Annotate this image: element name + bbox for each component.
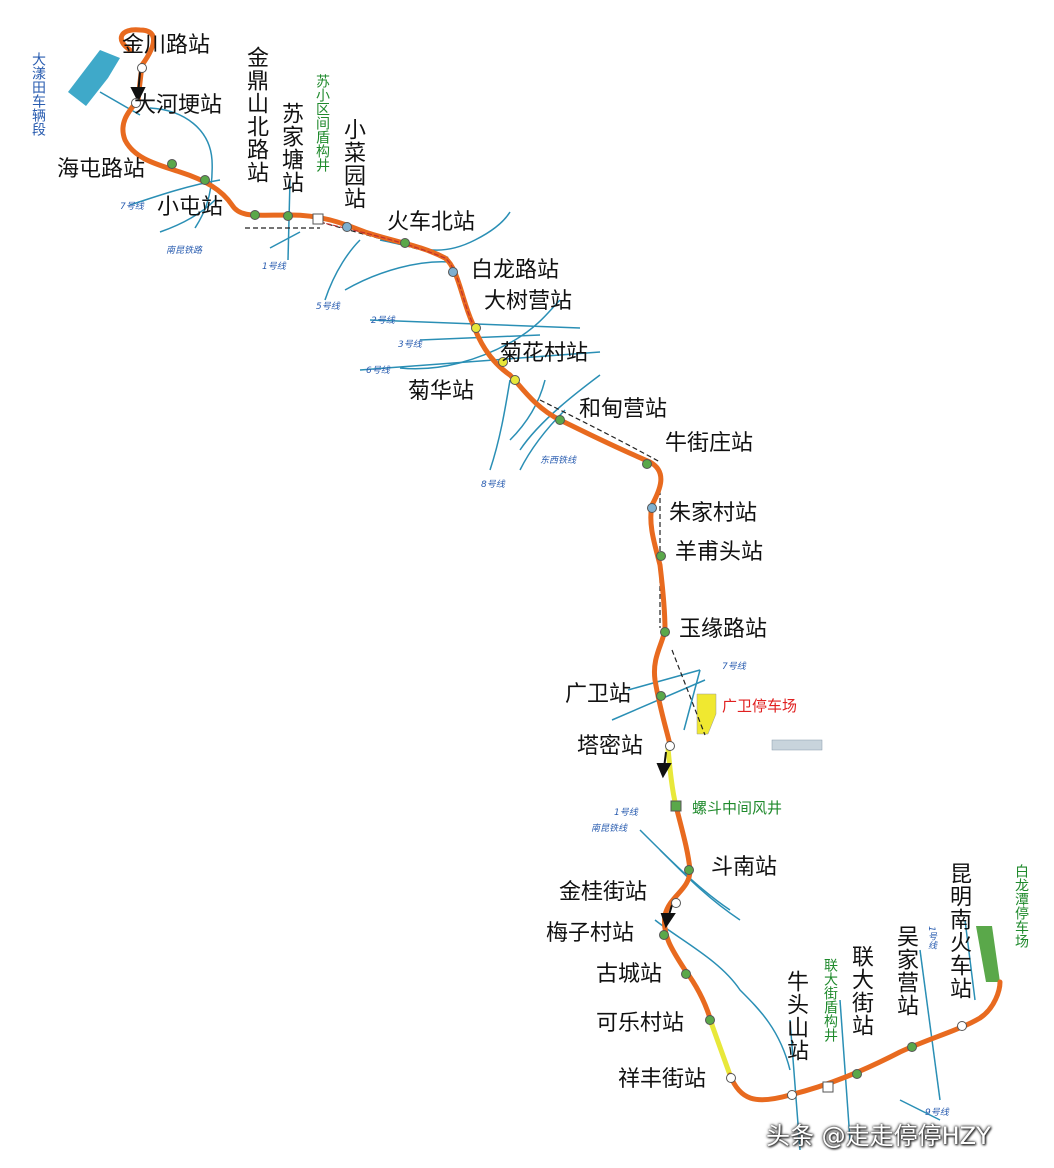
node-juhuacun bbox=[498, 357, 508, 367]
station-label-yangputou: 羊甫头站 bbox=[675, 540, 764, 565]
node-jinchuanlu bbox=[137, 63, 147, 73]
node-guangwei bbox=[656, 691, 666, 701]
line-tag-nanmei-south: 南昆铁线 bbox=[591, 824, 628, 834]
node-dashuying bbox=[471, 323, 481, 333]
daxiangtian-depot-shape bbox=[68, 50, 120, 106]
node-yangputou bbox=[656, 551, 666, 561]
line-tag-l7-mid: 7号线 bbox=[722, 662, 746, 672]
node-jindingshan bbox=[250, 210, 260, 220]
station-label-juhua: 菊华站 bbox=[408, 379, 475, 404]
node-suxiaoqu bbox=[312, 213, 324, 225]
station-label-huochebei: 火车北站 bbox=[387, 210, 476, 235]
station-label-dahegeng: 大河埂站 bbox=[134, 93, 223, 118]
station-label-meizicun: 梅子村站 bbox=[546, 921, 635, 946]
station-label-niutoushan: 牛头山站 bbox=[783, 970, 808, 1062]
line-tag-l1-north: 1号线 bbox=[262, 262, 286, 272]
intersecting-lines bbox=[99, 91, 976, 1151]
station-label-haitunlu: 海屯路站 bbox=[57, 157, 146, 182]
facility-label-guangwei-parking: 广卫停车场 bbox=[722, 697, 798, 715]
node-tami bbox=[665, 741, 675, 751]
node-meizicun bbox=[659, 930, 669, 940]
node-bailonglu bbox=[448, 267, 458, 277]
station-label-gucheng: 古城站 bbox=[596, 962, 663, 987]
line-tag-nanmei-north: 南昆铁路 bbox=[166, 246, 203, 256]
node-zhujiacun bbox=[647, 503, 657, 513]
node-hedianying bbox=[555, 415, 565, 425]
station-label-kunmingnanhuoche: 昆明南火车站 bbox=[946, 862, 971, 1000]
line-tag-dongxi: 东西铁线 bbox=[540, 456, 577, 466]
line-tag-l7-north: 7号线 bbox=[120, 202, 144, 212]
node-kelecun bbox=[705, 1015, 715, 1025]
station-label-niujiezhuang: 牛街庄站 bbox=[665, 431, 754, 456]
line-tag-l1-east: 1号线 bbox=[926, 926, 936, 950]
station-label-sujiatang: 苏家塘站 bbox=[278, 102, 303, 194]
facility-label-luodou-shaft: 螺斗中间风井 bbox=[692, 799, 783, 817]
station-label-kelecun: 可乐村站 bbox=[596, 1011, 685, 1036]
station-label-bailonglu: 白龙路站 bbox=[471, 258, 560, 283]
line-tag-l1-south: 1号线 bbox=[614, 808, 638, 818]
legend-marker bbox=[771, 739, 823, 751]
watermark: 头条 @走走停停HZY bbox=[766, 1122, 991, 1150]
node-xiaocaiyuan bbox=[342, 222, 352, 232]
node-niujiezhuang bbox=[642, 459, 652, 469]
node-liandajie-shaft bbox=[822, 1081, 834, 1093]
node-dahegeng bbox=[131, 98, 141, 108]
node-yuyuanlu bbox=[660, 627, 670, 637]
station-label-jinguijie: 金桂街站 bbox=[559, 880, 648, 905]
station-label-xiaotun: 小屯站 bbox=[157, 195, 224, 220]
line-tag-l8: 8号线 bbox=[481, 480, 505, 490]
station-label-guangwei: 广卫站 bbox=[565, 682, 632, 707]
bailongtan-parking-shape bbox=[976, 926, 1000, 982]
line-tag-l3: 3号线 bbox=[398, 340, 422, 350]
station-label-liandajie: 联大街站 bbox=[848, 945, 873, 1037]
station-label-juhuacun: 菊花村站 bbox=[500, 341, 589, 366]
facility-label-liandajie-shaft: 联大街盾构井 bbox=[822, 958, 838, 1042]
line-tag-l9: 9号线 bbox=[925, 1108, 949, 1118]
node-dounan bbox=[684, 865, 694, 875]
station-label-dounan: 斗南站 bbox=[711, 855, 778, 880]
dashed-guides bbox=[245, 221, 706, 736]
node-niutoushan bbox=[787, 1090, 797, 1100]
node-xiangfengjie bbox=[726, 1073, 736, 1083]
node-gucheng bbox=[681, 969, 691, 979]
facility-label-suxiaoqu-shaft: 苏小区间盾构井 bbox=[314, 74, 330, 172]
station-label-jinchuanlu: 金川路站 bbox=[122, 33, 211, 58]
node-liandajie bbox=[852, 1069, 862, 1079]
facility-label-bailongtan-parking: 白龙潭停车场 bbox=[1013, 864, 1029, 948]
station-label-wujiaying: 吴家营站 bbox=[893, 925, 918, 1017]
node-luodou bbox=[670, 800, 682, 812]
node-jinguijie bbox=[671, 898, 681, 908]
guangwei-parking-shape bbox=[696, 693, 717, 735]
line-tag-l2: 2号线 bbox=[371, 316, 395, 326]
station-label-tami: 塔密站 bbox=[577, 734, 644, 759]
station-label-xiaocaiyuan: 小菜园站 bbox=[340, 118, 365, 210]
node-juhua bbox=[510, 375, 520, 385]
station-label-dashuying: 大树营站 bbox=[484, 289, 573, 314]
direction-arrows bbox=[130, 71, 676, 929]
station-label-yuyuanlu: 玉缘路站 bbox=[679, 617, 768, 642]
node-xiaotun bbox=[200, 175, 210, 185]
node-kunmingnan bbox=[957, 1021, 967, 1031]
station-nodes bbox=[131, 63, 967, 1100]
station-label-hedianying: 和甸营站 bbox=[579, 397, 668, 422]
facility-label-daxiangtian-depot: 大漾田车辆段 bbox=[30, 52, 46, 136]
station-label-xiangfengjie: 祥丰街站 bbox=[618, 1067, 707, 1092]
node-sujiatang bbox=[283, 211, 293, 221]
line-tag-l5: 5号线 bbox=[316, 302, 340, 312]
station-label-jindingshanbeilu: 金鼎山北路站 bbox=[243, 46, 268, 184]
node-wujiaying bbox=[907, 1042, 917, 1052]
station-label-zhujiacun: 朱家村站 bbox=[669, 501, 758, 526]
node-haitunlu bbox=[167, 159, 177, 169]
node-huochebei bbox=[400, 238, 410, 248]
line-tag-l6: 6号线 bbox=[366, 366, 390, 376]
